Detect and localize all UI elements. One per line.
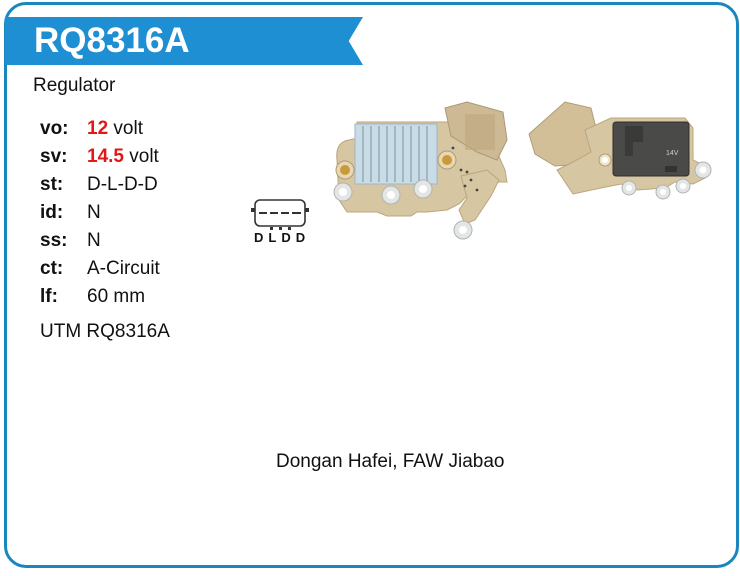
- spec-list: vo:12 volt sv:14.5 volt st:D-L-D-D id:N …: [40, 115, 160, 311]
- spec-value: N: [87, 230, 101, 251]
- part-number-title: RQ8316A: [34, 21, 190, 60]
- spec-key: st:: [40, 174, 64, 195]
- regulator-front-image: [327, 100, 517, 240]
- product-card: [4, 2, 739, 568]
- spec-key: lf:: [40, 286, 58, 307]
- spec-row-sv: sv: 14.5 volt: [40, 143, 160, 171]
- regulator-back-image: 14V: [525, 100, 715, 200]
- spec-key: id:: [40, 202, 64, 223]
- spec-row-id: id: N: [40, 199, 160, 227]
- title-banner: [5, 17, 363, 65]
- spec-value: D-L-D-D: [87, 174, 158, 195]
- voltage-label: 14V: [666, 150, 679, 157]
- connector-plug-icon: DLDD: [247, 196, 313, 248]
- spec-row-ct: ct: A-Circuit: [40, 255, 160, 283]
- spec-row-vo: vo: 12 volt: [40, 115, 160, 143]
- spec-value: A-Circuit: [87, 258, 160, 279]
- connector-pin-labels: DLDD: [254, 230, 311, 245]
- spec-row-st: st: D-L-D-D: [40, 171, 160, 199]
- spec-key: vo:: [40, 118, 69, 139]
- spec-key: sv:: [40, 146, 68, 167]
- part-reference: UTM RQ8316A: [40, 321, 170, 342]
- product-type: Regulator: [33, 75, 116, 96]
- spec-value: 12: [87, 118, 109, 139]
- spec-key: ss:: [40, 230, 68, 251]
- spec-unit: volt: [123, 146, 159, 167]
- spec-row-ss: ss: N: [40, 227, 160, 255]
- spec-key: ct:: [40, 258, 64, 279]
- vehicle-applications: Dongan Hafei, FAW Jiabao: [276, 451, 505, 472]
- spec-value: 14.5: [87, 146, 124, 167]
- spec-row-lf: lf: 60 mm: [40, 283, 160, 311]
- spec-unit: volt: [108, 118, 143, 139]
- spec-value: 60 mm: [87, 286, 146, 307]
- spec-value: N: [87, 202, 101, 223]
